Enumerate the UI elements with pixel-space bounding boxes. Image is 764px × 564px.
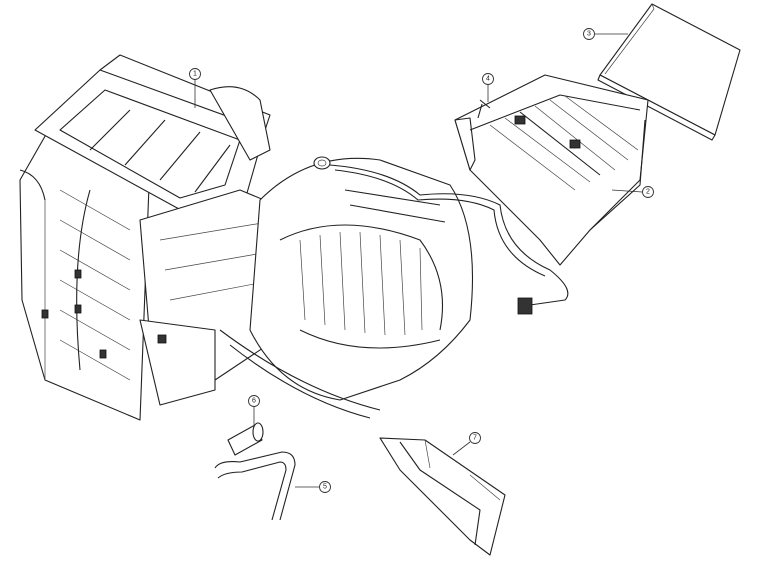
part-cabin-filter — [597, 3, 741, 141]
callout-2: 2 — [611, 186, 654, 198]
callout-label: 2 — [646, 189, 650, 196]
callout-5: 5 — [295, 481, 331, 493]
part-hvac-module — [19, 54, 569, 421]
callout-6: 6 — [248, 395, 260, 426]
part-hose — [214, 451, 296, 521]
callout-7: 7 — [452, 432, 481, 456]
callout-3: 3 — [583, 28, 628, 40]
part-floor-duct — [379, 437, 506, 556]
callout-label: 4 — [486, 76, 490, 83]
callout-4: 4 — [482, 73, 494, 102]
callout-label: 1 — [193, 71, 197, 78]
part-clip — [477, 99, 491, 119]
part-fitting — [227, 422, 264, 456]
part-air-inlet-duct — [454, 74, 649, 266]
callout-label: 5 — [323, 484, 327, 491]
callout-label: 3 — [587, 31, 591, 38]
callout-1: 1 — [189, 68, 201, 108]
callout-label: 7 — [473, 435, 477, 442]
callout-label: 6 — [252, 398, 256, 405]
